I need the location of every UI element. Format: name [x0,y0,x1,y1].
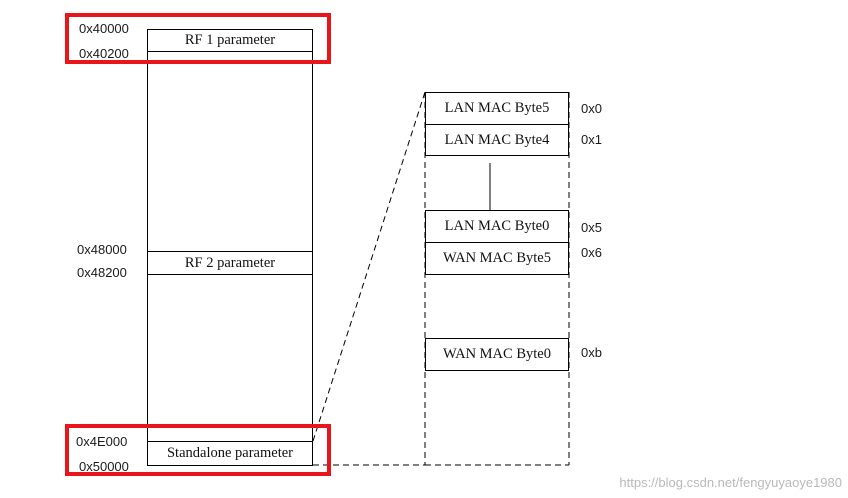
address-rf2-start: 0x48000 [77,242,127,257]
rf2-start-boundary [147,251,313,252]
zoom-connector-top [312,91,426,442]
rf1-highlight-box [65,13,331,64]
offset-wan-mac-byte5: 0x6 [581,245,602,260]
rf2-parameter-label: RF 2 parameter [184,254,276,271]
memory-map-column [147,29,313,466]
address-standalone-end: 0x50000 [79,459,129,474]
detail-cell-wan-mac-byte5: WAN MAC Byte5 [425,242,569,275]
address-rf1-start: 0x40000 [79,21,129,36]
rf1-end-boundary [147,51,313,52]
address-standalone-start: 0x4E000 [76,434,128,449]
offset-lan-mac-byte5: 0x0 [581,101,602,116]
standalone-start-boundary [147,441,313,442]
rf1-parameter-label: RF 1 parameter [184,32,276,48]
standalone-parameter-label: Standalone parameter [166,445,293,461]
offset-lan-mac-byte0: 0x5 [581,220,602,235]
detail-cell-lan-mac-byte4: LAN MAC Byte4 [425,124,569,156]
detail-cell-wan-mac-byte0: WAN MAC Byte0 [425,338,569,371]
watermark-url: https://blog.csdn.net/fengyuyaoye1980 [619,475,842,490]
detail-cell-lan-mac-byte5: LAN MAC Byte5 [425,92,569,125]
detail-cell-lan-mac-byte0: LAN MAC Byte0 [425,210,569,243]
rf2-end-boundary [147,274,313,275]
address-rf1-end: 0x40200 [79,46,129,61]
offset-wan-mac-byte0: 0xb [581,345,602,360]
standalone-highlight-box [65,424,331,476]
offset-lan-mac-byte4: 0x1 [581,132,602,147]
address-rf2-end: 0x48200 [77,265,127,280]
